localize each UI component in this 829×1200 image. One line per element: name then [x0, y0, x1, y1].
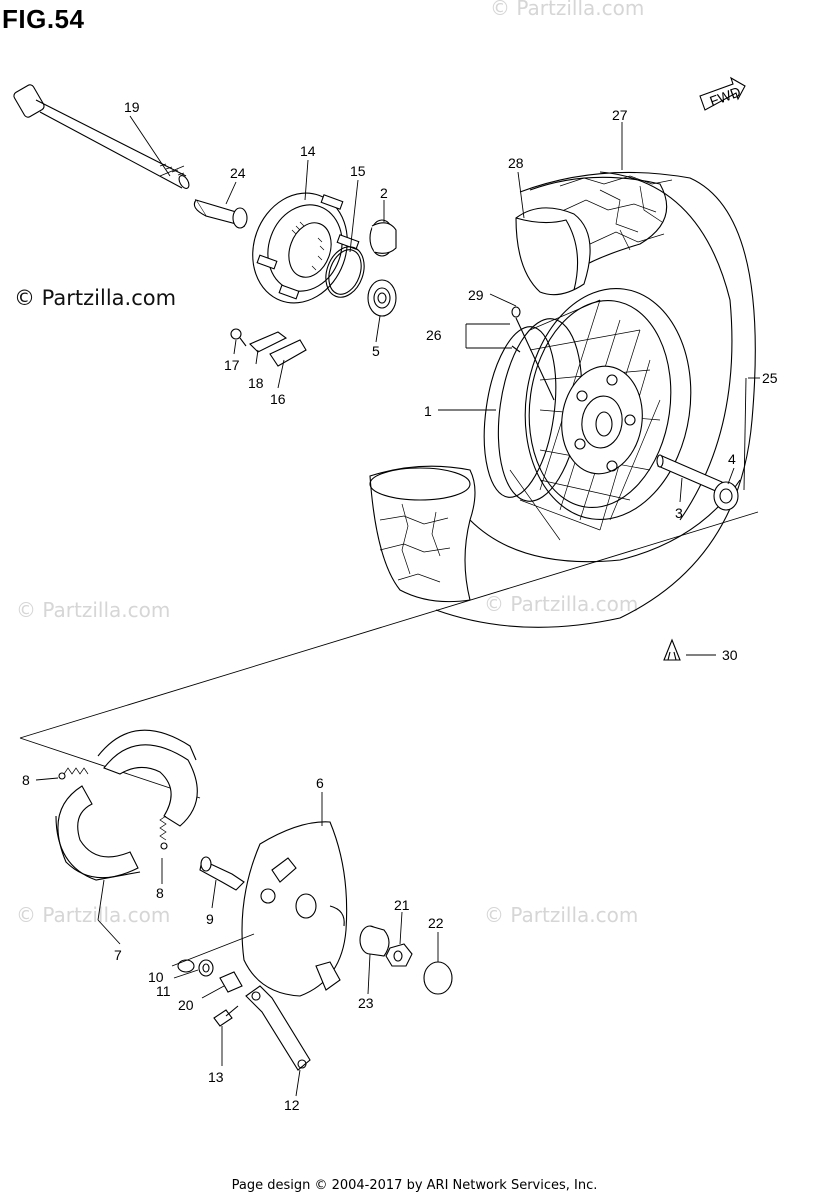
part-13-bolt[interactable]: [213, 1005, 239, 1027]
callout-2: 2: [380, 185, 388, 201]
part-27-tire-tread[interactable]: [529, 176, 668, 269]
callout-20: 20: [178, 997, 194, 1013]
callout-4: 4: [728, 451, 736, 467]
part-lower-tire-section: [369, 465, 741, 603]
part-24-spacer[interactable]: [193, 199, 248, 229]
part-26-spoke[interactable]: [511, 317, 555, 401]
callout-15: 15: [350, 163, 366, 179]
callout-27: 27: [612, 107, 628, 123]
callout-22: 22: [428, 915, 444, 931]
part-29-nipple[interactable]: [511, 306, 521, 318]
part-10-o-ring[interactable]: [177, 959, 195, 973]
watermark-main: © Partzilla.com: [14, 286, 177, 310]
part-25-tire[interactable]: [435, 171, 756, 628]
forward-arrow-icon: FWD: [699, 76, 746, 111]
part-19-axle[interactable]: [12, 83, 190, 190]
callout-18: 18: [248, 375, 264, 391]
part-2-collar[interactable]: [369, 219, 397, 257]
callout-14: 14: [300, 143, 316, 159]
callout-24: 24: [230, 165, 246, 181]
callout-21: 21: [394, 897, 410, 913]
part-5-bearing[interactable]: [367, 279, 397, 317]
callout-8-lower: 8: [156, 885, 164, 901]
group-divider-line: [19, 511, 759, 739]
part-20-indicator[interactable]: [219, 971, 243, 993]
part-labels: 19 24 14 15 2 5 17 18 16 28 27 29 26 1 2…: [22, 99, 778, 1113]
callout-29: 29: [468, 287, 484, 303]
part-9-camshaft[interactable]: [199, 856, 245, 891]
part-8-spring-upper[interactable]: [58, 767, 89, 780]
callout-16: 16: [270, 391, 286, 407]
part-wheel-hub: [561, 365, 643, 475]
callout-10: 10: [148, 969, 164, 985]
callout-30: 30: [722, 647, 738, 663]
part-14-hub-flange[interactable]: [238, 180, 363, 317]
watermark-faint: © Partzilla.com: [16, 903, 171, 927]
page-footer: Page design © 2004-2017 by ARI Network S…: [231, 1178, 598, 1193]
part-16-pad[interactable]: [269, 339, 307, 367]
watermark-faint: © Partzilla.com: [16, 598, 171, 622]
callout-5: 5: [372, 343, 380, 359]
callout-9: 9: [206, 911, 214, 927]
fwd-label: FWD: [707, 83, 742, 109]
callout-11: 11: [156, 983, 171, 999]
callout-1: 1: [424, 403, 432, 419]
part-7-brake-shoe[interactable]: [55, 729, 198, 881]
part-4-bearing[interactable]: [713, 481, 739, 511]
part-12-brake-arm[interactable]: [245, 985, 311, 1071]
callout-8-upper: 8: [22, 772, 30, 788]
watermark-faint: © Partzilla.com: [490, 0, 645, 20]
watermark-faint: © Partzilla.com: [484, 903, 639, 927]
leader-lines: [35, 115, 760, 1097]
watermark-faint: © Partzilla.com: [484, 592, 639, 616]
part-22-cap[interactable]: [423, 961, 453, 995]
part-18-lock-washer[interactable]: [249, 331, 288, 353]
callout-13: 13: [208, 1069, 224, 1085]
callout-19: 19: [124, 99, 140, 115]
part-28-tube[interactable]: [515, 207, 591, 296]
figure-title: FIG.54: [2, 4, 85, 34]
callout-23: 23: [358, 995, 374, 1011]
callout-26: 26: [426, 327, 442, 343]
part-15-o-ring[interactable]: [319, 241, 371, 302]
callout-28: 28: [508, 155, 524, 171]
callout-17: 17: [224, 357, 240, 373]
part-8-spring-lower[interactable]: [159, 815, 168, 850]
callout-6: 6: [316, 775, 324, 791]
callout-7: 7: [114, 947, 122, 963]
part-6-brake-panel[interactable]: [241, 821, 348, 997]
part-11-washer[interactable]: [198, 959, 214, 977]
callout-12: 12: [284, 1097, 300, 1113]
part-17-bolt[interactable]: [230, 328, 247, 347]
part-23-bushing[interactable]: [359, 925, 390, 957]
part-21-nut[interactable]: [385, 943, 413, 967]
callout-3: 3: [675, 505, 683, 521]
callout-25: 25: [762, 370, 778, 386]
part-30-clip[interactable]: [663, 638, 681, 661]
